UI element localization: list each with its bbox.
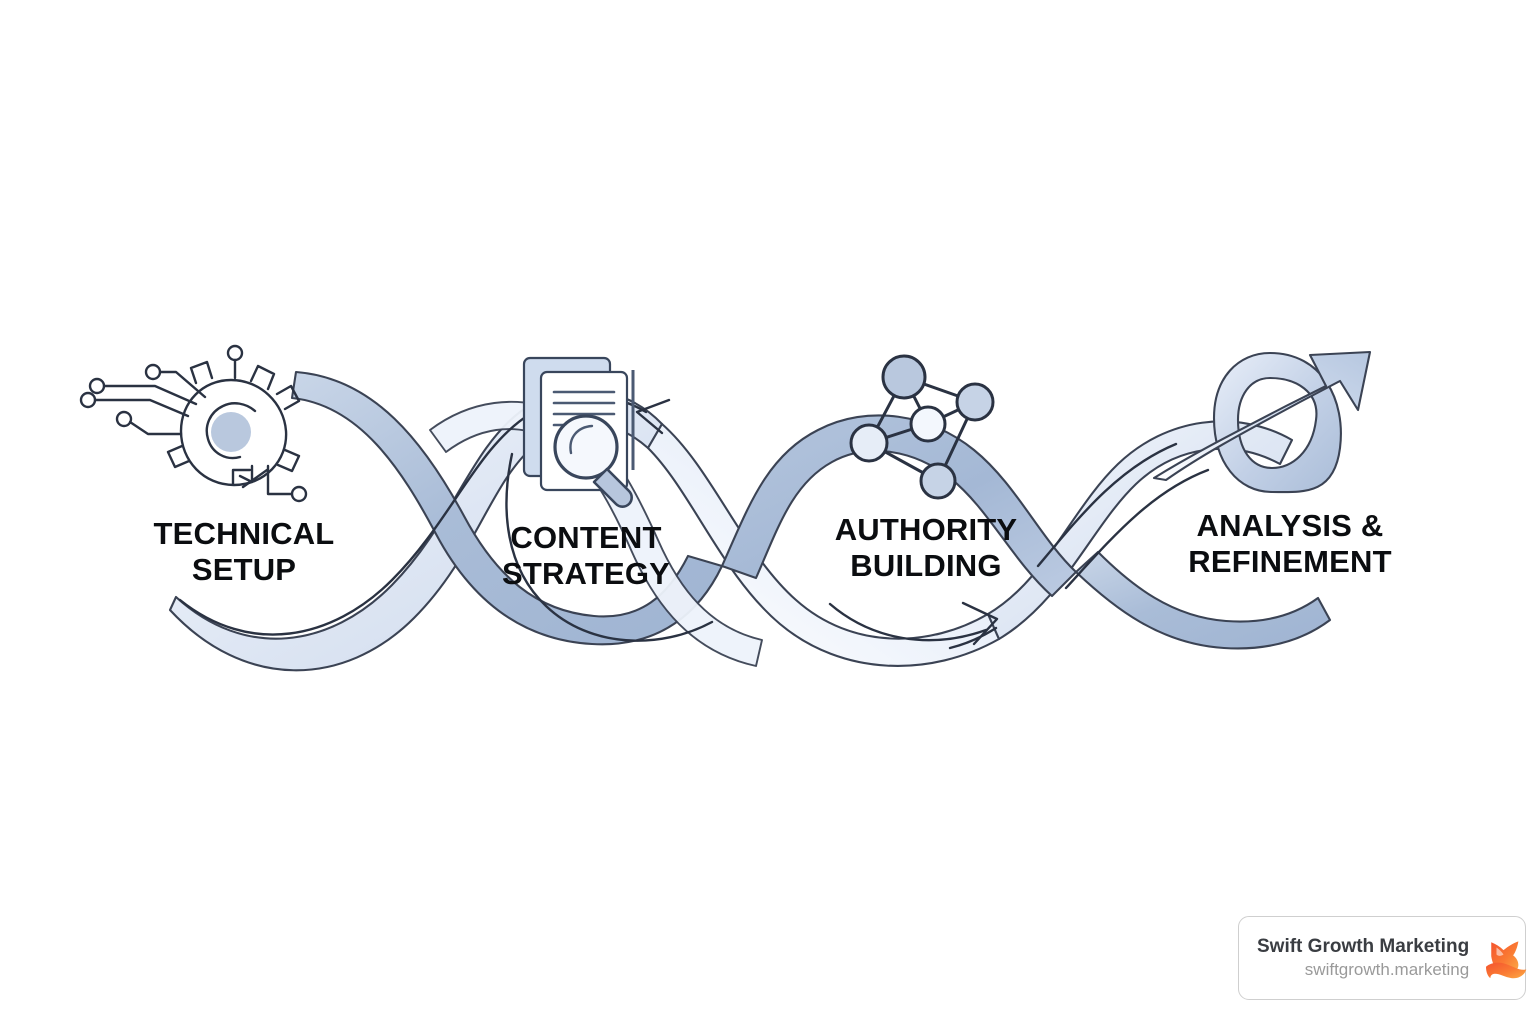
network-node-left [849,423,889,463]
circuit-node-b [226,344,244,362]
brand-text-block: Swift Growth Marketing swiftgrowth.marke… [1257,935,1479,981]
fox-tail [1486,962,1527,979]
ribbon-dark-seg-2 [720,414,1078,598]
network-node-center [909,405,947,443]
gear-core-fill [211,412,251,452]
circuit-trace-e [128,420,183,436]
circuit-trace-d [93,398,190,418]
brand-badge[interactable]: Swift Growth Marketing swiftgrowth.marke… [1238,916,1527,1000]
gear-inner-ring [205,402,257,460]
network-node-bottom [919,462,957,500]
flow-arrowhead-left [635,398,671,435]
circuit-gear-icon [79,344,308,503]
circuit-trace-g [238,464,254,484]
fox-ear-notch [1496,947,1504,956]
flow-arrow-4-tail-b [1064,468,1210,590]
ribbon-strand-dark-front [290,370,1332,650]
circuit-node-a [144,363,162,381]
flow-arrowhead-right [961,601,999,646]
circuit-trace-f [266,464,294,496]
circuit-trace-h [231,468,252,486]
network-node-right [955,382,995,422]
network-nodes-icon [849,354,995,500]
looping-growth-arrow-icon [1152,350,1372,494]
doc-text-lines [552,390,616,427]
ribbon-dark-seg-3 [1074,550,1332,650]
flow-arrow-3-to-4 [828,602,988,642]
ribbon-segment-light-3 [986,420,1294,641]
magnifier-glint [569,424,594,455]
document-magnifier-icon [522,356,635,508]
circuit-trace-i [241,468,269,489]
fox-logo-icon [1486,941,1527,979]
gear-outer-ring [179,378,288,487]
brand-url: swiftgrowth.marketing [1304,960,1470,979]
circuit-node-f [290,485,308,503]
magnifier-handle [592,467,633,508]
flow-arrow-3-to-4b [948,626,998,650]
brand-name: Swift Growth Marketing [1257,936,1470,957]
magnifier-lens [553,414,619,480]
arrow-shaft-and-head [1152,350,1372,482]
flow-arrow-2-to-3 [505,452,714,642]
circuit-node-e [115,410,133,428]
flow-arrow-4-tail [1036,442,1178,568]
circuit-node-d [79,391,97,409]
network-node-top [881,354,927,400]
circuit-node-c [88,377,106,395]
circuit-trace-c [102,384,198,406]
gear-teeth [166,360,301,473]
circuit-trace-a [158,370,207,399]
